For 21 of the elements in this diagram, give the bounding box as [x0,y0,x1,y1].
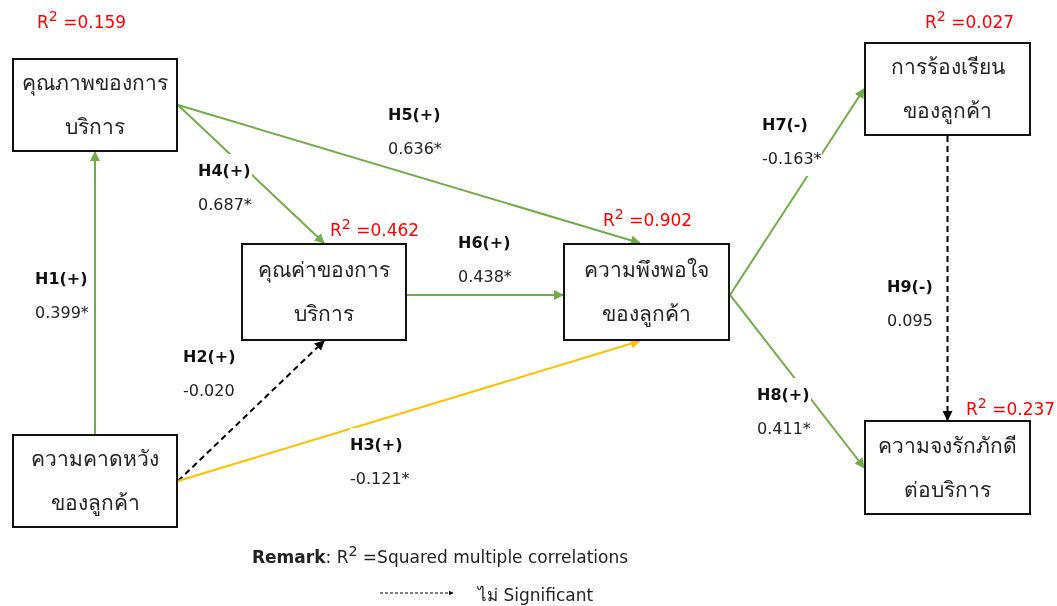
r-squared-label: R$^{2}$ =0.159 [37,8,127,32]
construct-box: การร้องเรียนของลูกค้า [864,42,1031,136]
r-squared-label: R$^{2}$ =0.902 [603,206,693,230]
arrow [406,289,564,300]
arrow [177,340,325,482]
construct-box: ความคาดหวังของลูกค้า [12,434,178,528]
r-squared-label: R$^{2}$ =0.237 [966,395,1056,419]
arrow [729,293,865,469]
arrow [729,88,865,296]
arrow [90,151,100,435]
arrow [177,104,325,244]
construct-box: ความจงรักภักดีต่อบริการ [864,420,1031,515]
remark-note: Remark: R$^{2}$ =Squared multiple correlations [252,543,629,567]
construct-box: ความพึงพอใจของลูกค้า [563,243,730,341]
arrow [942,135,953,421]
r-squared-label: R$^{2}$ =0.027 [925,8,1015,32]
r-squared-label: R$^{2}$ =0.462 [330,216,420,240]
legend-label: ไม่ Significant [478,584,594,606]
construct-box: คุณค่าของการบริการ [241,243,407,341]
arrow [177,104,641,246]
construct-box: คุณภาพของการบริการ [12,58,178,152]
